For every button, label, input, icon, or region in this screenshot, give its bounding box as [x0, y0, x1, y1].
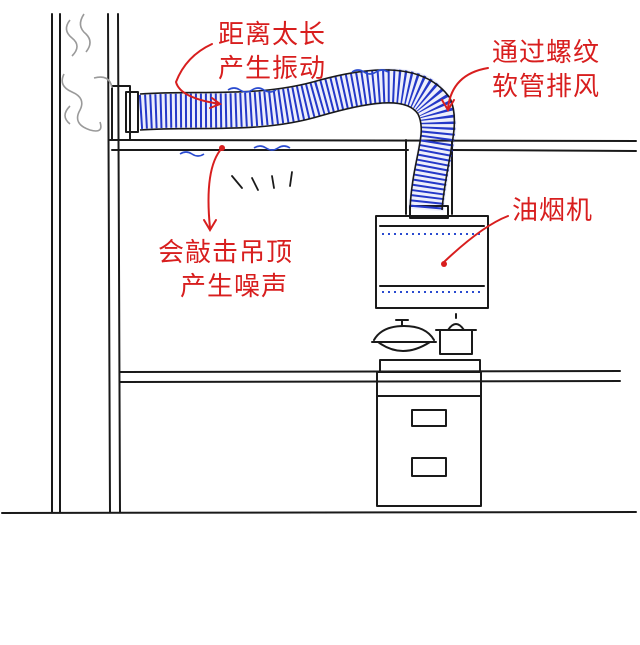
- smoke-puff: [61, 13, 113, 132]
- noise-rays: [231, 171, 293, 191]
- annotation-vibration-line-2: 产生振动: [218, 54, 327, 84]
- vibration-marks: [179, 69, 389, 157]
- countertop: [119, 370, 621, 383]
- wok-pot: [371, 319, 437, 352]
- annotation-vibration: 距离太长 产生振动: [218, 18, 326, 86]
- annotation-noise-line-2: 产生噪声: [180, 272, 289, 302]
- annotation-spiral-duct-line-1: 通过螺纹: [492, 38, 601, 68]
- annotation-noise: 会敲击吊顶 产生噪声: [158, 236, 293, 304]
- annotation-range-hood: 油烟机: [512, 196, 594, 226]
- wall: [51, 13, 121, 513]
- wall-outlet-flange: [111, 85, 139, 141]
- floor-line: [1, 511, 637, 514]
- stove: [379, 359, 481, 373]
- annotation-spiral-duct: 通过螺纹 软管排风: [492, 36, 600, 104]
- cabinet: [376, 371, 482, 507]
- annotation-vibration-line-1: 距离太长: [218, 20, 327, 50]
- annotation-noise-line-1: 会敲击吊顶: [158, 238, 294, 268]
- range-hood: [375, 205, 489, 309]
- ceiling-line: [109, 139, 637, 215]
- range-hood-vents: [382, 233, 484, 293]
- annotation-spiral-duct-line-2: 软管排风: [492, 72, 601, 102]
- stock-pot: [435, 313, 477, 355]
- leader-arrows: [174, 43, 509, 267]
